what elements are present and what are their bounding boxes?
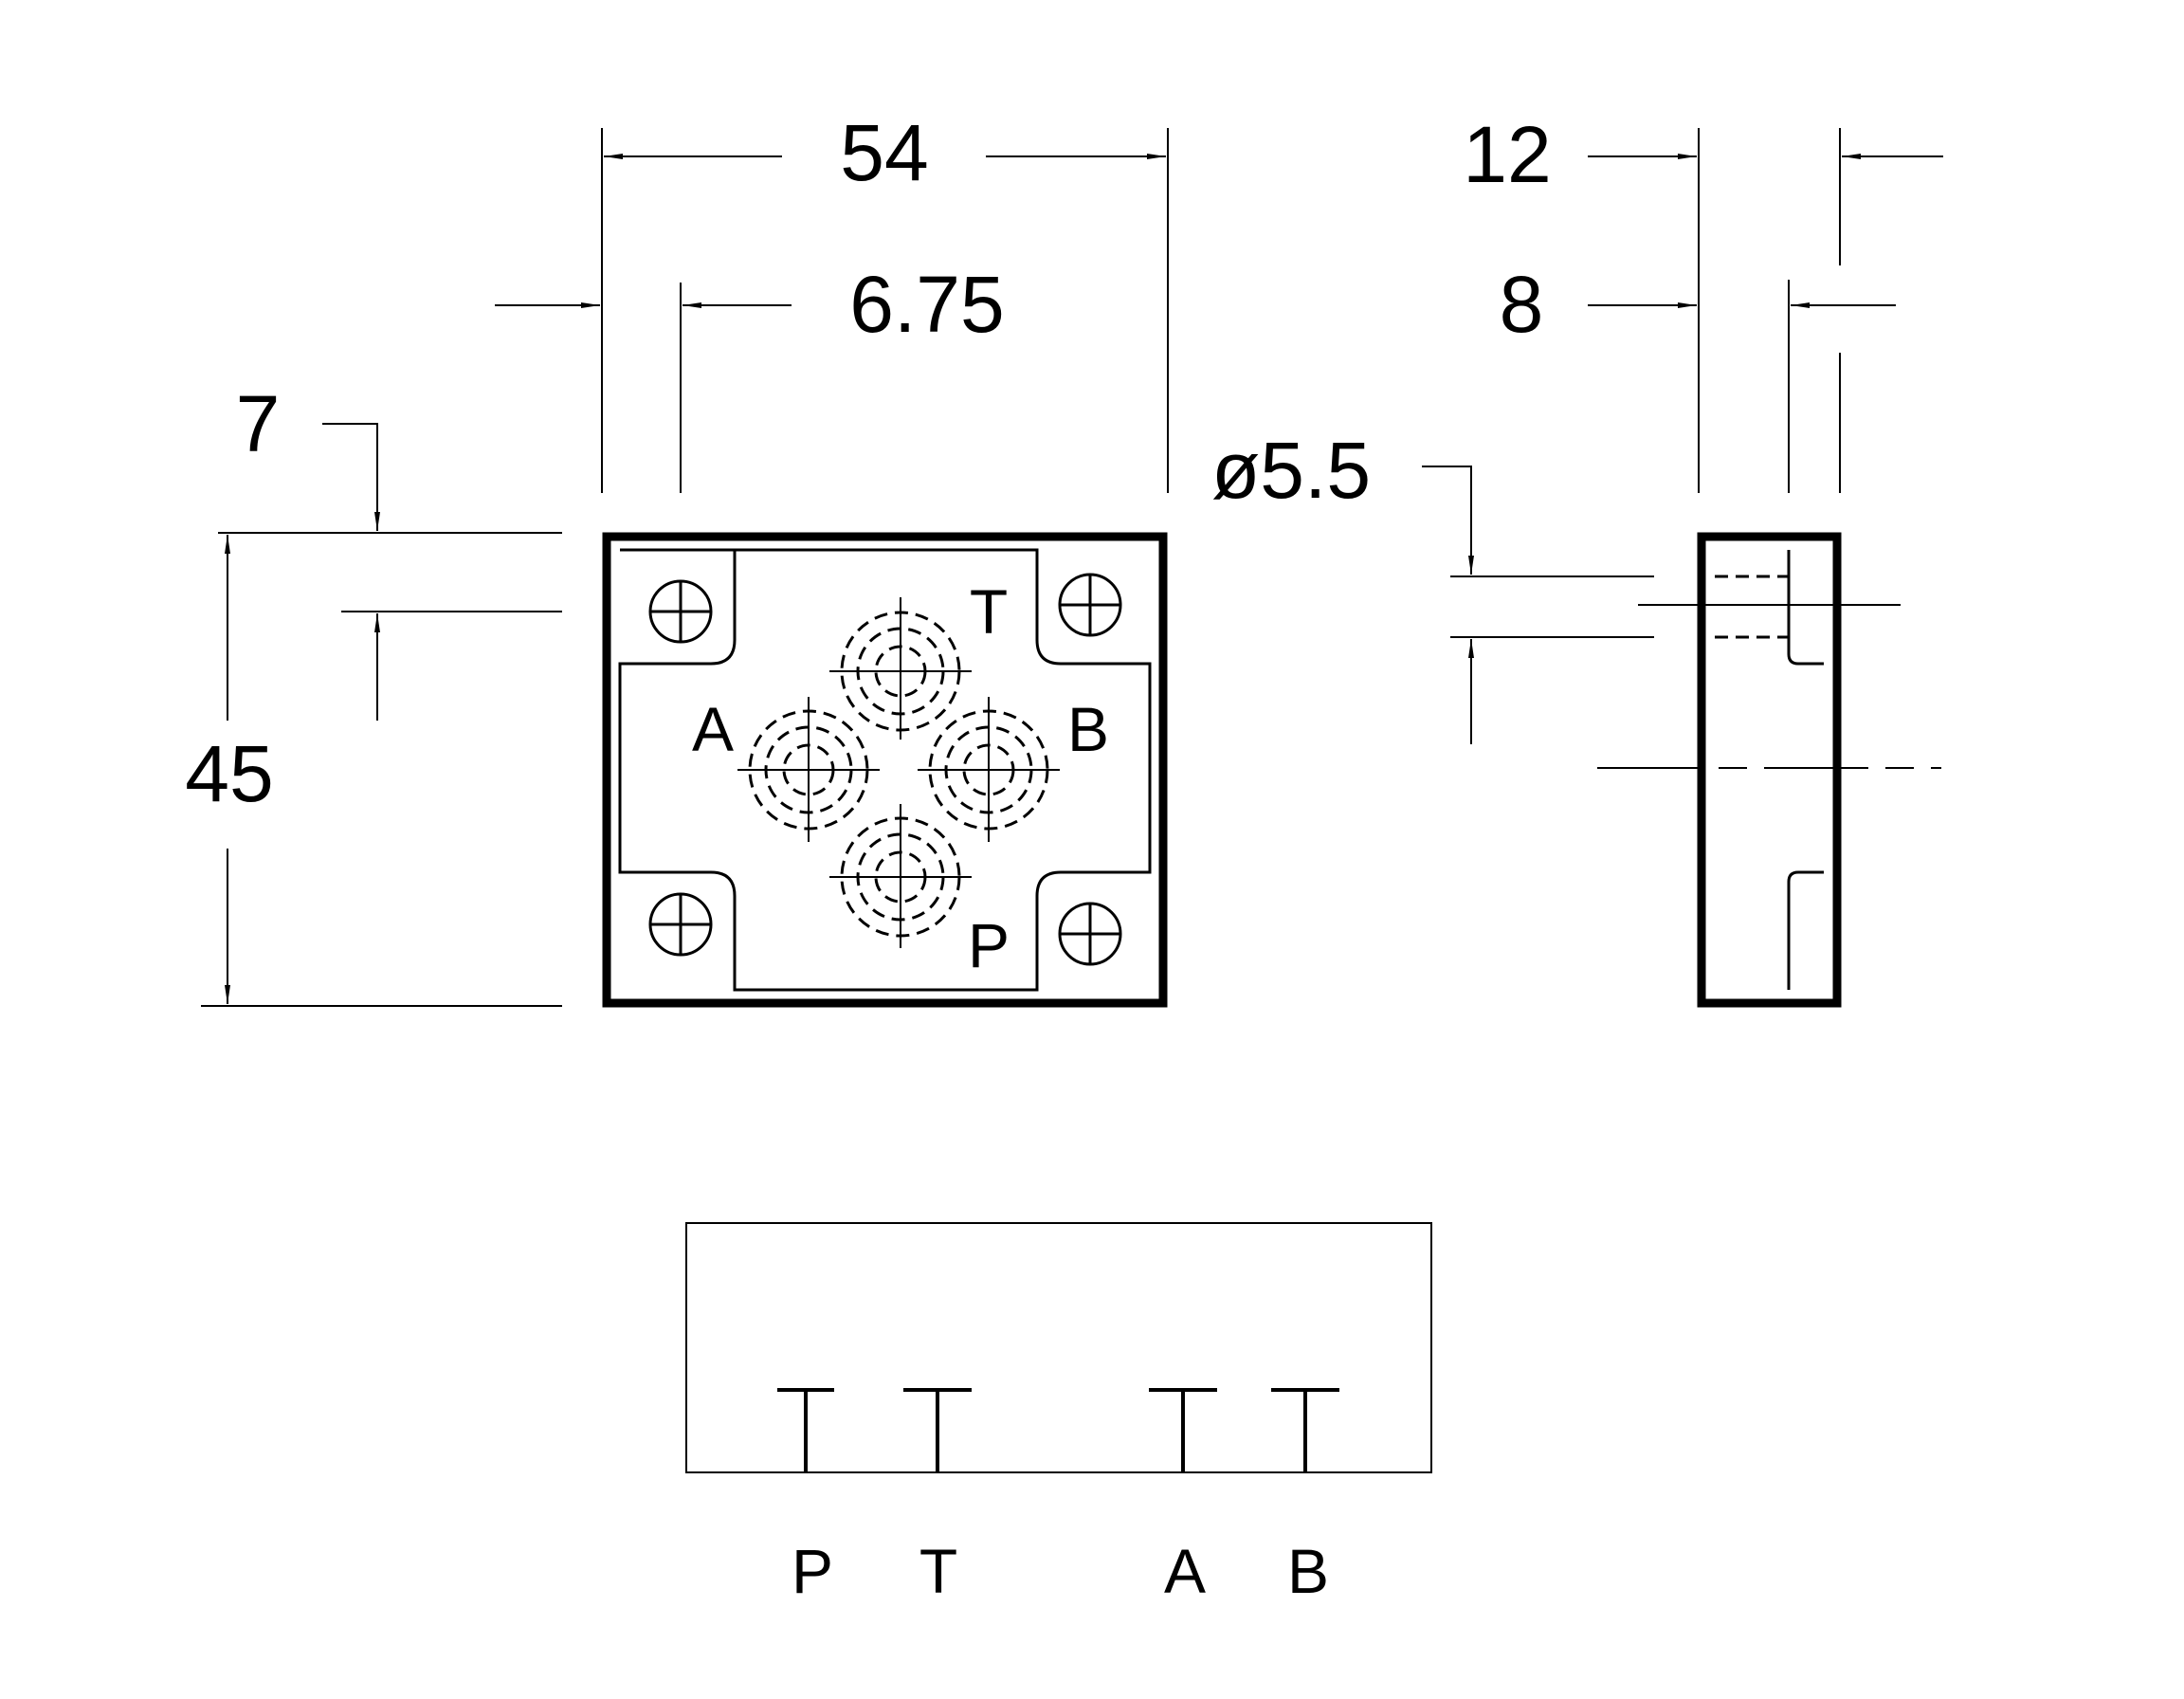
dimension-hole-offset-x: 6.75 <box>495 260 1005 493</box>
side-outline <box>1697 532 1842 1008</box>
plate-outline <box>602 532 1168 1008</box>
port-label-p: P <box>968 910 1010 980</box>
symbol-label-t: T <box>919 1536 957 1606</box>
dimension-hole-diameter: ø5.5 <box>1211 426 1654 744</box>
symbol-port-b <box>1271 1388 1339 1472</box>
port-t-hidden <box>829 597 972 740</box>
dimension-hole-diameter-value: ø5.5 <box>1211 426 1371 515</box>
dimension-width: 54 <box>601 108 1169 493</box>
dimension-recess-depth-value: 8 <box>1500 260 1544 349</box>
dimension-recess-depth: 8 <box>1500 260 1896 493</box>
port-p-hidden <box>829 804 972 948</box>
symbol-label-b: B <box>1287 1536 1329 1606</box>
front-view: T A B P <box>602 532 1168 1008</box>
symbol-box <box>685 1222 1432 1473</box>
port-label-a: A <box>692 694 734 764</box>
side-recess <box>1787 550 1824 990</box>
mounting-hole-top-right <box>1058 573 1122 637</box>
mounting-hole-bottom-right <box>1058 902 1122 966</box>
dimension-hole-offset-y-value: 7 <box>236 379 281 468</box>
dimension-width-value: 54 <box>840 108 928 197</box>
port-a-hidden <box>737 697 880 842</box>
dimension-thickness: 12 <box>1463 110 1943 493</box>
side-view <box>1597 532 1941 1008</box>
dimension-thickness-value: 12 <box>1463 110 1551 199</box>
port-label-t: T <box>970 576 1008 647</box>
symbol-port-t <box>903 1388 972 1472</box>
dimension-height-value: 45 <box>185 729 273 818</box>
symbol-port-p <box>777 1388 834 1472</box>
symbol-label-p: P <box>792 1536 833 1606</box>
symbol-label-a: A <box>1164 1536 1206 1606</box>
port-b-hidden <box>918 697 1060 842</box>
dimension-hole-offset-y: 7 <box>218 379 562 721</box>
symbol-port-a <box>1149 1388 1217 1472</box>
dimension-hole-offset-x-value: 6.75 <box>849 260 1005 349</box>
mounting-hole-bottom-left <box>648 892 713 957</box>
plate-inner-outline <box>618 548 1152 992</box>
mounting-hole-top-left <box>648 579 713 644</box>
port-label-b: B <box>1067 694 1109 764</box>
hydraulic-symbol: P T A B <box>685 1222 1432 1606</box>
dimension-height: 45 <box>185 535 562 1007</box>
